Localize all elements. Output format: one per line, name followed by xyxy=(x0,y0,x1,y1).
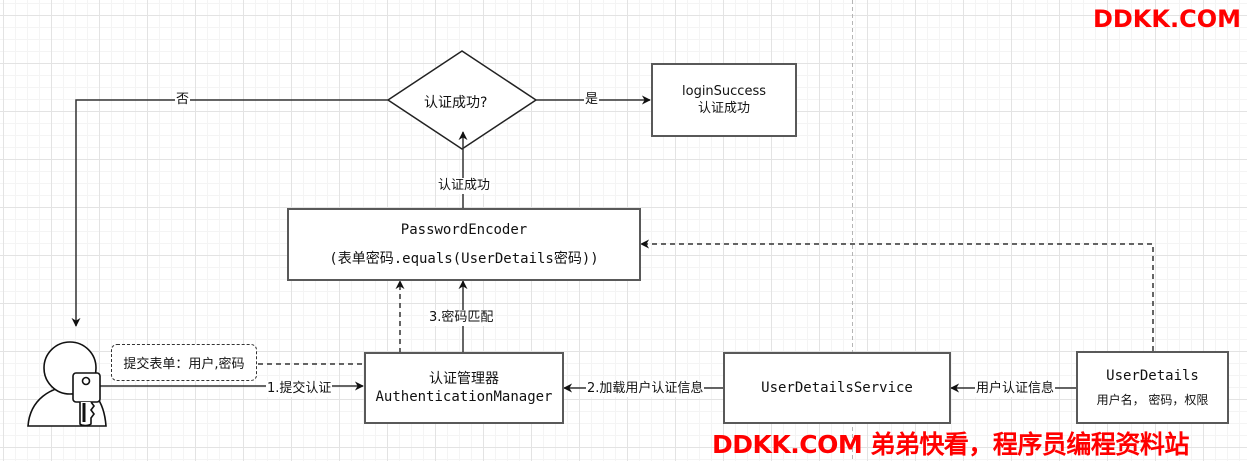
edge-yes-label: 是 xyxy=(584,92,600,108)
edge-password-match-label: 3.密码匹配 xyxy=(428,310,495,326)
password-encoder-rule: (表单密码.equals(UserDetails密码)) xyxy=(329,250,599,267)
edge-submit-auth-label: 1.提交认证 xyxy=(266,381,333,397)
password-encoder-title: PasswordEncoder xyxy=(400,221,528,238)
password-encoder-node[interactable]: PasswordEncoder (表单密码.equals(UserDetails… xyxy=(287,208,641,281)
decision-diamond[interactable] xyxy=(386,50,538,150)
edge-no[interactable] xyxy=(71,99,388,327)
watermark-top: DDKK.COM xyxy=(1092,5,1241,33)
authentication-manager-en: AuthenticationManager xyxy=(375,389,553,405)
edge-user-auth-info-label: 用户认证信息 xyxy=(975,381,1056,397)
user-details-node[interactable]: UserDetails 用户名， 密码，权限 xyxy=(1076,351,1229,424)
form-submit-note[interactable]: 提交表单：用户,密码 xyxy=(111,344,257,381)
authentication-manager-cn: 认证管理器 xyxy=(429,371,499,387)
watermark-bottom: DDKK.COM 弟弟快看，程序员编程资料站 xyxy=(712,430,1189,459)
login-success-title: loginSuccess xyxy=(682,84,766,99)
decision-label: 认证成功? xyxy=(424,95,488,111)
form-submit-note-label: 提交表单：用户,密码 xyxy=(123,357,245,372)
login-success-node[interactable]: loginSuccess 认证成功 xyxy=(651,63,797,137)
user-details-service-node[interactable]: UserDetailsService xyxy=(723,352,951,424)
user-key-icon[interactable] xyxy=(27,341,107,427)
user-details-title: UserDetails xyxy=(1106,367,1199,384)
login-success-subtitle: 认证成功 xyxy=(697,101,750,116)
user-details-service-label: UserDetailsService xyxy=(761,380,913,396)
user-details-fields: 用户名， 密码，权限 xyxy=(1096,392,1209,407)
edge-load-user-info-label: 2.加载用户认证信息 xyxy=(586,381,705,397)
edge-no-label: 否 xyxy=(175,92,191,108)
edge-form-to-encoder[interactable] xyxy=(258,280,405,365)
edge-details-to-encoder[interactable] xyxy=(640,239,1154,351)
authentication-manager-node[interactable]: 认证管理器 AuthenticationManager xyxy=(364,352,564,424)
edge-auth-success-label: 认证成功 xyxy=(437,178,492,194)
